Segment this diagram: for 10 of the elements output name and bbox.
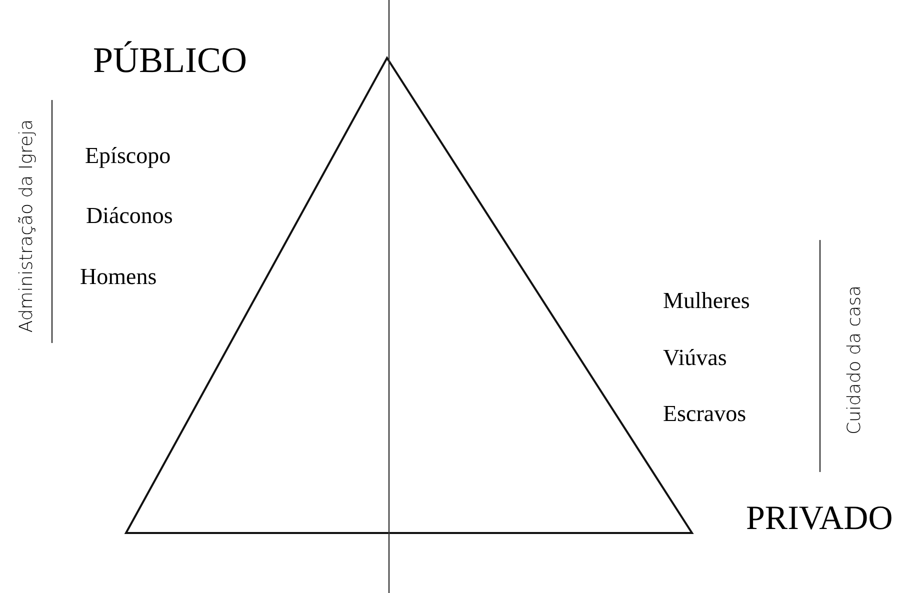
heading-label: PÚBLICO	[93, 42, 248, 78]
heading-label: PRIVADO	[746, 502, 893, 536]
axis-label: Cuidado da casa	[846, 285, 864, 435]
rank-label: Diáconos	[86, 204, 173, 227]
rank-label: Mulheres	[663, 289, 750, 312]
rank-label: Viúvas	[663, 346, 727, 369]
rank-label: Epíscopo	[85, 144, 171, 167]
rank-label: Escravos	[663, 402, 746, 425]
rank-label: Homens	[80, 265, 157, 288]
axis-label: Administração da Igreja	[18, 119, 36, 333]
